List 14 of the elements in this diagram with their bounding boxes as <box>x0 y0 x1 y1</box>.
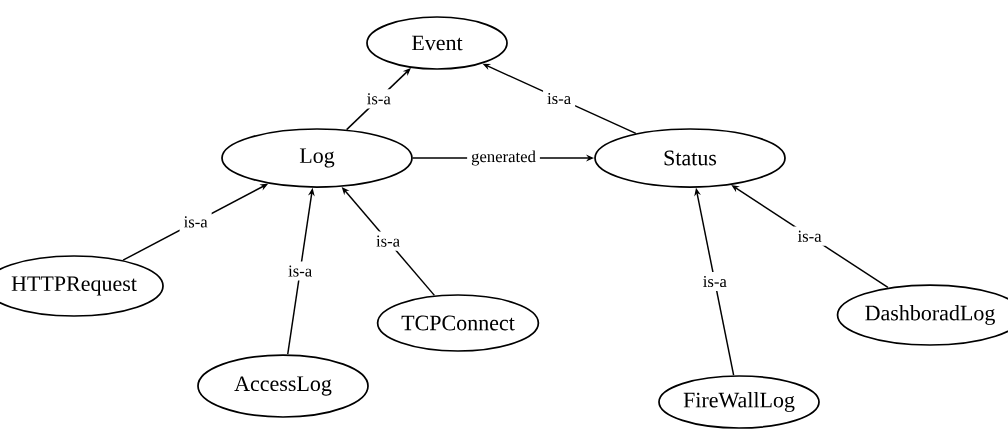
edge-label: is-a <box>179 212 212 232</box>
ellipse-node: TCPConnect <box>376 294 540 352</box>
edge-label: is-a <box>372 231 405 251</box>
edge-label: generated <box>467 146 540 170</box>
edge-label: is-a <box>698 271 731 292</box>
edge-label: is-a <box>793 226 826 246</box>
ellipse-node: Log <box>221 128 413 188</box>
edge-label: is-a <box>362 89 395 109</box>
ellipse-node: FireWallLog <box>658 375 820 429</box>
ellipse-node: AccessLog <box>197 354 369 418</box>
edge-label: is-a <box>543 88 576 109</box>
ellipse-node: Status <box>594 128 786 188</box>
ellipse-node: Event <box>366 16 508 70</box>
edge-label: is-a <box>284 261 317 281</box>
